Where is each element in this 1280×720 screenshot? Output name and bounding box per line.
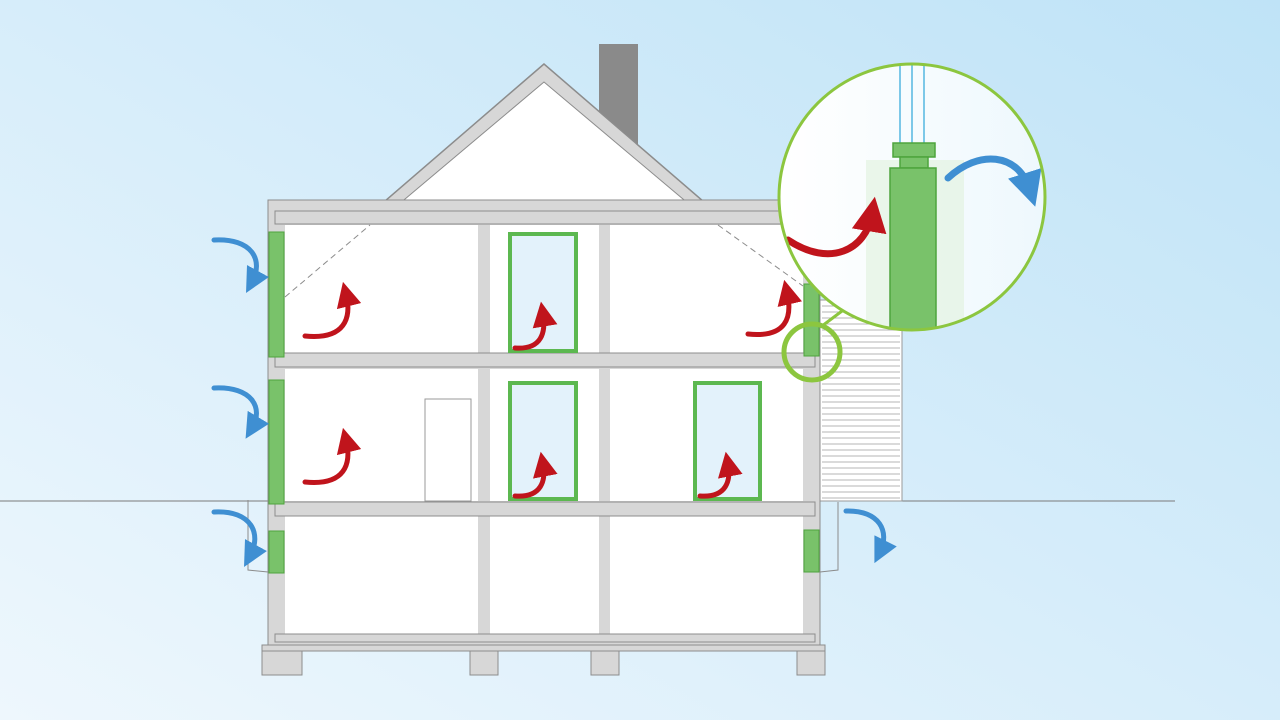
insulation-right-attic bbox=[803, 283, 820, 357]
detail-heat-arrow bbox=[784, 196, 887, 258]
insulation-left-basement bbox=[268, 530, 285, 574]
exterior-wall-insulation bbox=[268, 231, 820, 574]
footing bbox=[469, 647, 499, 676]
detail-callout-magnifier bbox=[777, 62, 1047, 332]
basement-room-left bbox=[285, 516, 478, 634]
heat-arrow bbox=[302, 427, 362, 485]
cold-arrow bbox=[843, 508, 897, 564]
heat-arrow bbox=[512, 451, 558, 499]
heat-arrow bbox=[512, 301, 558, 351]
footing bbox=[590, 647, 620, 676]
basement-room-right bbox=[610, 516, 803, 634]
insulation-left-attic bbox=[268, 231, 285, 358]
callout-target-ring bbox=[781, 321, 843, 383]
heat-arrow bbox=[697, 451, 743, 499]
heat-arrows bbox=[302, 279, 802, 499]
detail-window-frame bbox=[892, 142, 936, 158]
cold-arrows bbox=[211, 237, 897, 567]
heat-arrow bbox=[745, 279, 802, 337]
cold-arrow bbox=[211, 509, 267, 567]
heat-arrow bbox=[302, 281, 362, 339]
insulation-right-basement bbox=[803, 529, 820, 573]
footing bbox=[796, 647, 826, 676]
detail-cold-arrow bbox=[944, 155, 1042, 207]
cold-arrow bbox=[211, 237, 269, 293]
attic-room-left bbox=[285, 225, 478, 353]
basement-room-middle bbox=[490, 516, 599, 634]
window-upper-middle bbox=[508, 381, 578, 501]
footing bbox=[261, 647, 303, 676]
insulation-left-upper bbox=[268, 379, 285, 505]
cold-arrow bbox=[211, 385, 270, 439]
interior-door bbox=[424, 398, 472, 502]
detail-insulation-block bbox=[889, 167, 937, 330]
